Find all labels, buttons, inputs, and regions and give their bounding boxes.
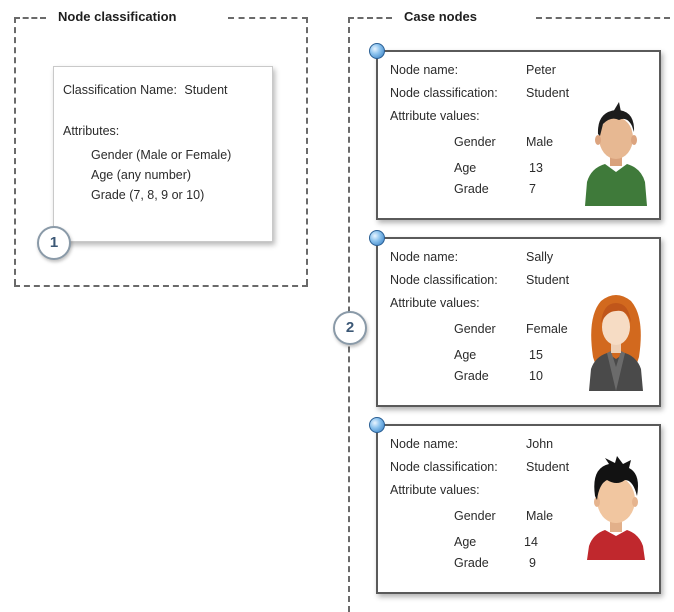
age-label: Age bbox=[454, 535, 477, 549]
region-border-top-left bbox=[14, 17, 46, 19]
gender-label: Gender bbox=[454, 322, 496, 336]
attributes-label: Attributes: bbox=[63, 124, 120, 138]
attribute-values-label: Attribute values: bbox=[390, 296, 480, 310]
region-border-top-right bbox=[228, 17, 308, 19]
grade-label: Grade bbox=[454, 556, 489, 570]
grade-value: 9 bbox=[529, 556, 536, 570]
classification-name-label: Classification Name: bbox=[63, 83, 177, 97]
classification-card: Classification Name: Student Attributes:… bbox=[53, 66, 273, 242]
gender-label: Gender bbox=[454, 509, 496, 523]
age-value: 15 bbox=[529, 348, 543, 362]
region-border-bottom bbox=[14, 285, 308, 287]
attribute-item: Grade (7, 8, 9 or 10) bbox=[91, 188, 205, 202]
region-border-right bbox=[306, 17, 308, 285]
grade-value: 7 bbox=[529, 182, 536, 196]
attribute-item: Age (any number) bbox=[91, 168, 192, 182]
gender-value: Male bbox=[526, 509, 554, 523]
step-number-2-badge: 2 bbox=[333, 311, 367, 345]
classification-name-row: Classification Name: Student bbox=[63, 83, 228, 97]
grade-label: Grade bbox=[454, 182, 489, 196]
node-name-label: Node name: bbox=[390, 437, 459, 451]
attribute-values-label: Attribute values: bbox=[390, 483, 480, 497]
girl-avatar-icon bbox=[589, 295, 643, 391]
boy-avatar-icon bbox=[585, 102, 647, 206]
case-node-card: Node name: John Node classification: Stu… bbox=[369, 417, 661, 594]
node-classification-value: Student bbox=[526, 86, 570, 100]
step-number-1-badge: 1 bbox=[37, 226, 71, 260]
node-name-value: Peter bbox=[526, 63, 556, 77]
case-region-border-top-left bbox=[348, 17, 392, 19]
attribute-values-label: Attribute values: bbox=[390, 109, 480, 123]
node-pin-icon bbox=[369, 417, 385, 433]
node-classification-label: Node classification: bbox=[390, 273, 498, 287]
classification-name-value: Student bbox=[184, 83, 228, 97]
node-classification-title: Node classification bbox=[58, 9, 177, 24]
age-value: 14 bbox=[524, 535, 538, 549]
node-name-value: Sally bbox=[526, 250, 554, 264]
boy-avatar-icon bbox=[587, 456, 645, 560]
node-classification-value: Student bbox=[526, 273, 570, 287]
case-node-card: Node name: Peter Node classification: St… bbox=[369, 43, 661, 220]
grade-label: Grade bbox=[454, 369, 489, 383]
age-label: Age bbox=[454, 348, 477, 362]
node-pin-icon bbox=[369, 43, 385, 59]
node-name-label: Node name: bbox=[390, 63, 459, 77]
age-value: 13 bbox=[529, 161, 543, 175]
attribute-item: Gender (Male or Female) bbox=[91, 148, 232, 162]
node-classification-label: Node classification: bbox=[390, 86, 498, 100]
gender-value: Female bbox=[526, 322, 568, 336]
node-name-label: Node name: bbox=[390, 250, 459, 264]
node-classification-label: Node classification: bbox=[390, 460, 498, 474]
case-region-border-top-right bbox=[536, 17, 670, 19]
case-nodes-title: Case nodes bbox=[404, 9, 477, 24]
gender-label: Gender bbox=[454, 135, 496, 149]
region-border-left bbox=[14, 17, 16, 285]
case-node-card: Node name: Sally Node classification: St… bbox=[369, 230, 661, 407]
gender-value: Male bbox=[526, 135, 554, 149]
age-label: Age bbox=[454, 161, 477, 175]
node-classification-value: Student bbox=[526, 460, 570, 474]
grade-value: 10 bbox=[529, 369, 543, 383]
node-pin-icon bbox=[369, 230, 385, 246]
node-name-value: John bbox=[526, 437, 554, 451]
